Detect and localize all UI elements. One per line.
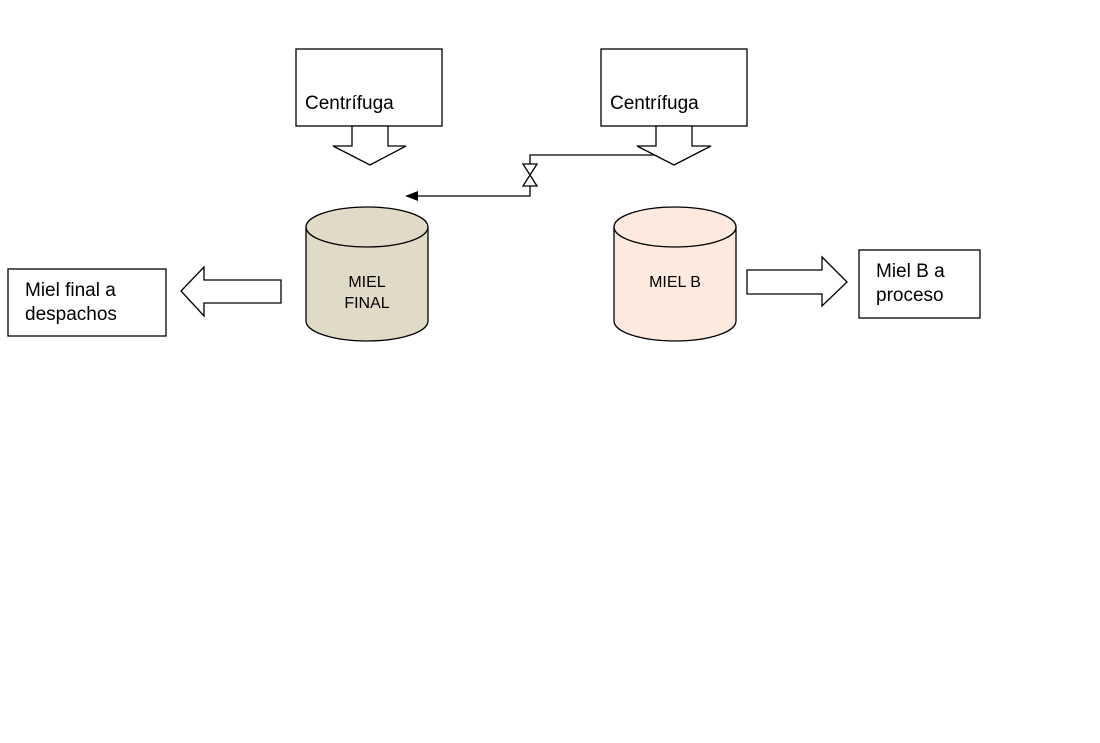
tank-miel-final-label: MIEL FINAL xyxy=(317,272,417,314)
centrifuge-2-down-arrow-icon xyxy=(636,125,712,166)
output-box-proceso xyxy=(858,249,981,319)
output-proceso-label: Miel B a proceso xyxy=(876,260,945,308)
valve-icon xyxy=(521,163,539,187)
tank-miel-b xyxy=(613,206,737,342)
pipe-arrowhead-icon xyxy=(405,191,418,201)
output-despachos-line2: despachos xyxy=(25,304,117,325)
output-proceso-line1: Miel B a xyxy=(876,261,945,282)
centrifuge-1-box xyxy=(295,48,443,127)
tank-miel-final-label-line2: FINAL xyxy=(344,295,390,312)
output-despachos-label: Miel final a despachos xyxy=(25,279,117,327)
tank-miel-b-label: MIEL B xyxy=(649,274,701,291)
centrifuge-1-down-arrow-icon xyxy=(332,125,407,166)
output-box-despachos xyxy=(7,268,167,337)
output-proceso-line2: proceso xyxy=(876,285,944,306)
output-despachos-line1: Miel final a xyxy=(25,280,116,301)
centrifuge-2-box xyxy=(600,48,748,127)
tank-miel-final xyxy=(305,206,429,342)
centrifuge-2-label: Centrífuga xyxy=(610,93,699,114)
tank-miel-final-label-line1: MIEL xyxy=(348,274,386,291)
right-arrow-icon xyxy=(746,255,848,308)
pipe-line xyxy=(529,154,655,164)
left-arrow-icon xyxy=(180,265,282,318)
pipe-line-return xyxy=(416,186,531,197)
centrifuge-1-label: Centrífuga xyxy=(305,93,394,114)
